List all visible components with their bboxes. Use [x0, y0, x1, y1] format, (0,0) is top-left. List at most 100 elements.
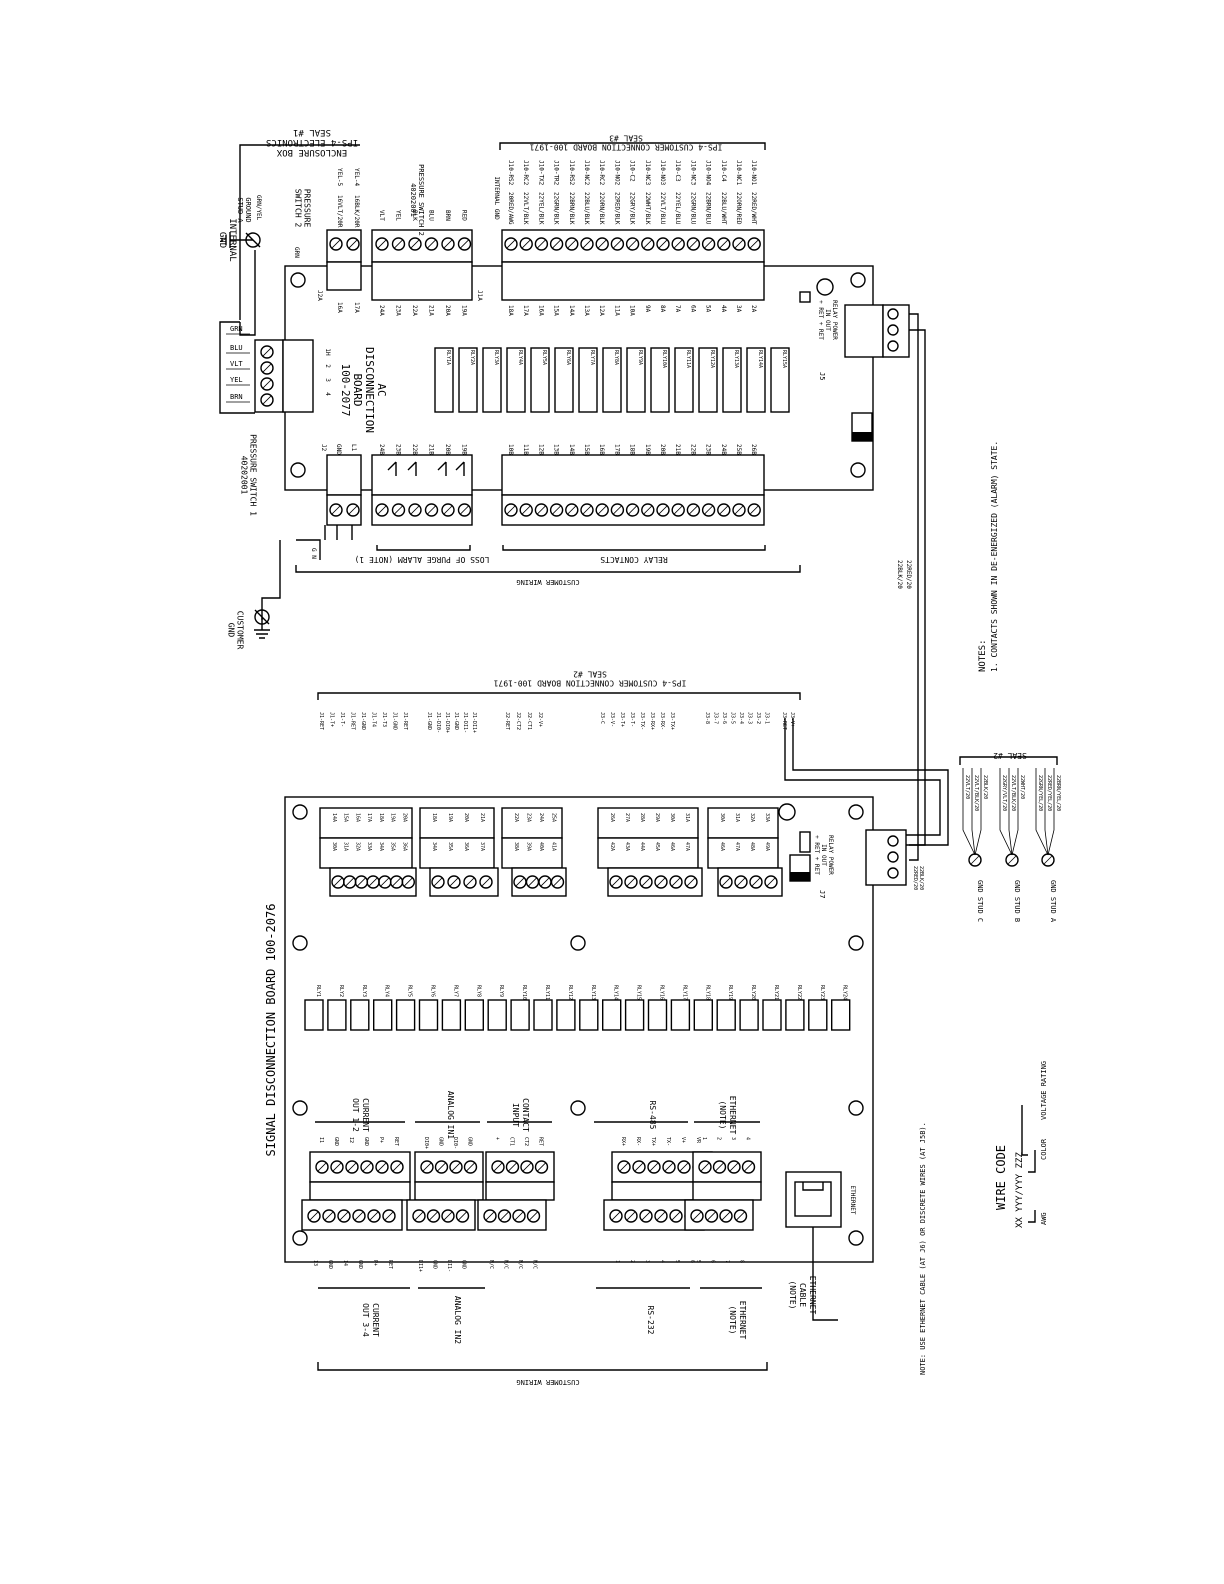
terminal-screw	[463, 1160, 478, 1174]
relay-pin-mid-label: 6A	[689, 305, 696, 313]
ac-bottom-relay-pin: 19B	[644, 444, 651, 455]
relay-label: RLY13A	[733, 350, 739, 368]
terminal-screw	[497, 1209, 512, 1223]
signal-bottom-wire-label: GND	[432, 1260, 438, 1269]
signal-bottom-pin-label: 3	[730, 1137, 736, 1140]
signal-top-wire-label: J1-RET	[318, 712, 324, 730]
signal-top-wire-label: J1-DI1+	[471, 712, 477, 733]
relay-pin-mid-label: 13A	[583, 305, 590, 316]
relay-pin-mid-label: 12A	[598, 305, 605, 316]
ac-bottom-purge-pin: 23B	[395, 444, 402, 455]
signal-relay	[556, 999, 576, 1031]
signal-relay	[739, 999, 759, 1031]
terminal-screw	[512, 1209, 526, 1223]
signal-top-pin: 30A	[669, 813, 675, 822]
terminal-screw	[741, 1160, 756, 1174]
signal-top-pin: 26A	[609, 813, 615, 822]
gnd-wire-label: 22WHT/20	[1019, 775, 1025, 799]
terminal-screw	[609, 875, 623, 889]
signal-top-pin: 17A	[366, 813, 372, 822]
relay	[434, 347, 454, 413]
terminal-screw	[632, 1160, 646, 1174]
psw2-code-label: 16BLK/20R	[353, 195, 360, 228]
relay-code-top-label: 22WHT/BLK	[644, 192, 651, 225]
signal-bottom-wire-label: GND	[327, 1260, 333, 1269]
terminal-screw	[654, 875, 668, 889]
signal-board-title: SIGNAL DISCONNECTION BOARD 100-2076	[264, 904, 278, 1157]
loss-of-purge-label: LOSS OF PURGE ALARM (NOTE 1)	[355, 555, 490, 564]
signal-bottom-wire-label: DI1+	[417, 1260, 423, 1272]
signal-bottom-wire-label: 5	[695, 1260, 701, 1263]
signal-relay-label: RLY13	[590, 985, 596, 1000]
relay-pin-mid-label: 5A	[705, 305, 712, 313]
terminal-screw	[260, 345, 274, 359]
signal-bottom-pin-label: GND	[333, 1137, 339, 1146]
signal-top-pin: 33A	[764, 813, 770, 822]
relay-code-top-label: 22YEL/BLU	[674, 192, 681, 225]
signal-top-pin: 32A	[354, 842, 360, 851]
relay-pin-mid-label: 17A	[522, 305, 529, 316]
terminal-screw	[390, 1160, 404, 1174]
terminal-screw	[346, 237, 360, 251]
signal-bottom-wire-label: 5	[674, 1260, 680, 1263]
signal-relay-label: RLY23	[819, 985, 825, 1000]
terminal-screw	[625, 503, 640, 517]
signal-bottom-wire-label: N/C	[532, 1260, 538, 1269]
ac-bottom-relay-pin: 21B	[674, 444, 681, 455]
relay-code-top-label: 22ORN/RED	[735, 192, 742, 225]
signal-top-pin: 28A	[639, 813, 645, 822]
signal-top-pin: 35A	[447, 842, 453, 851]
terminal-screw	[654, 1209, 668, 1223]
signal-top-pin: 23A	[526, 813, 532, 822]
signal-top-pin: 47A	[734, 842, 740, 851]
signal-relay	[350, 999, 370, 1031]
signal-bottom-pin-label: VR	[695, 1137, 701, 1144]
ac-bottom-purge-pin: 24B	[378, 444, 385, 455]
signal-top-wire-label: J1-GND	[392, 712, 398, 730]
signal-top-wire-label: J3-1	[764, 712, 770, 724]
relay-terminal-top	[501, 229, 765, 263]
relay	[530, 347, 550, 413]
signal-top-wire-label: J3-2	[755, 712, 761, 724]
signal-bottom-pin-label: TX-	[665, 1137, 671, 1146]
signal-top-pin: 49A	[764, 842, 770, 851]
gnd-stud-label: GND STUD C	[976, 880, 984, 922]
gnd-wire-label: 22VLT/20	[964, 775, 970, 799]
ac-bottom-relay-pin: 14B	[568, 444, 575, 455]
terminal-screw	[690, 1209, 704, 1223]
terminal-screw	[701, 503, 716, 517]
relay-pin-top-label: J10-RC2	[598, 160, 605, 186]
signal-relay	[670, 999, 691, 1031]
j1a-label: J1A	[476, 290, 483, 301]
terminal-screw	[519, 503, 533, 517]
relay-label: RLY9A	[637, 350, 643, 365]
terminal-screw	[550, 875, 565, 889]
gnd-stud-label: GND STUD A	[1049, 880, 1057, 923]
psw2-terminal	[326, 229, 362, 263]
power-wire-label: YEL	[230, 376, 243, 384]
terminal-screw	[534, 503, 549, 517]
signal-top-pin: 36A	[401, 842, 407, 851]
signal-top-pin: 30A	[331, 842, 337, 851]
signal-top-pin: 18A	[431, 813, 437, 822]
signal-bottom-pin-label: 2	[716, 1137, 722, 1140]
terminal-screw	[519, 237, 533, 251]
terminal-screw	[315, 1160, 329, 1174]
wire-code-legend: WIRE CODE XX YYY/YYY ZZZ AWG COLOR VOLTA…	[994, 1061, 1048, 1228]
terminal-screw	[520, 1160, 534, 1174]
wire-28-label: 22RED/20	[905, 560, 912, 589]
relay-pin-mid-label: 9A	[644, 305, 651, 313]
terminal-screw	[549, 503, 564, 517]
gnd-seal-label: SEAL #2	[993, 751, 1027, 760]
relay-code-top-label: 20RED/AWG	[507, 192, 514, 225]
terminal-screw	[717, 503, 731, 517]
terminal-screw	[367, 1209, 381, 1223]
relay-pin-top-label: J10-RC2	[522, 160, 529, 186]
terminal-screw	[595, 237, 609, 251]
signal-bottom-pin-label: RX+	[620, 1137, 626, 1146]
power-terminal-block	[254, 339, 284, 413]
terminal-screw	[656, 237, 670, 251]
signal-bottom-pin-label: GND	[363, 1137, 369, 1146]
signal-relay	[304, 999, 324, 1031]
